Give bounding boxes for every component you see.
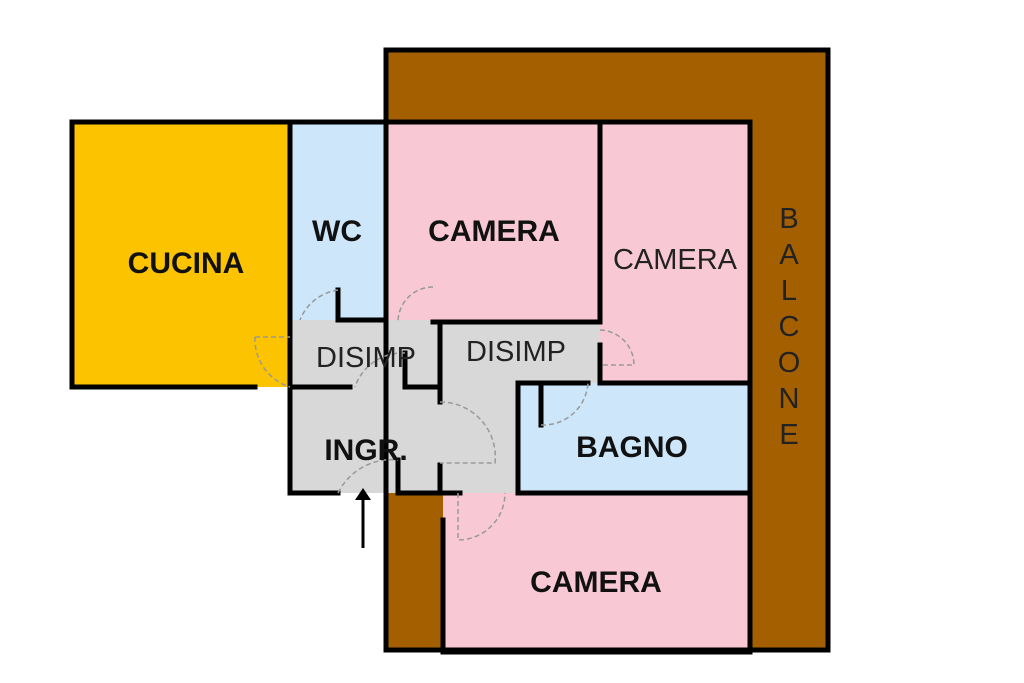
room-bedroom-3 [443, 493, 750, 652]
svg-text:L: L [781, 275, 797, 307]
svg-text:B: B [779, 203, 798, 235]
label-ingresso: INGR. [324, 434, 407, 467]
walls [69, 47, 831, 655]
entrance-arrow-icon [355, 488, 371, 548]
room-bathroom [518, 383, 750, 493]
label-balcone: B A L C O N E [778, 203, 801, 451]
label-camera-1: CAMERA [428, 215, 560, 248]
room-bedroom-2 [600, 122, 750, 383]
svg-text:O: O [778, 347, 801, 379]
label-camera-2: CAMERA [613, 244, 738, 276]
svg-text:A: A [779, 239, 799, 271]
label-cucina: CUCINA [128, 247, 245, 280]
svg-text:E: E [779, 419, 798, 451]
room-kitchen [72, 122, 290, 387]
svg-text:C: C [779, 311, 800, 343]
svg-text:N: N [779, 383, 800, 415]
label-bagno: BAGNO [576, 431, 688, 464]
label-wc: WC [312, 215, 362, 248]
label-camera-3: CAMERA [530, 566, 662, 599]
room-corridor [440, 383, 518, 493]
room-wc [290, 122, 386, 320]
label-disimp-1: DISIMP [316, 342, 416, 374]
label-disimp-2: DISIMP [466, 336, 566, 368]
door-swings [254, 286, 635, 541]
room-hallway-2 [440, 322, 600, 383]
room-hallway-1 [290, 320, 442, 493]
